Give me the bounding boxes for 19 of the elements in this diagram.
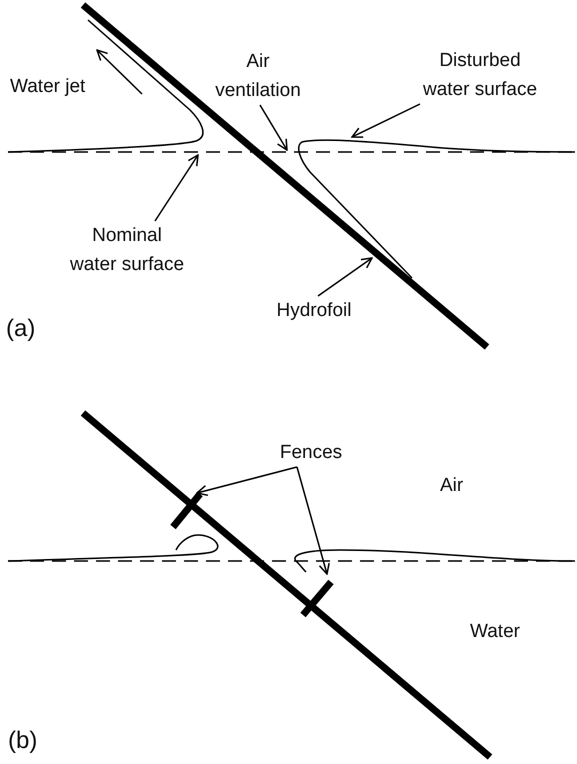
callout-label: Fences — [276, 438, 346, 467]
callout-label: Air ventilation — [208, 47, 308, 105]
region-label: Water — [470, 621, 520, 644]
region-label: Air — [440, 475, 464, 498]
panel-label: (a) — [6, 315, 36, 344]
leader-line — [296, 466, 330, 575]
callout-label: Nominal water surface — [67, 221, 187, 279]
leader-line — [351, 103, 420, 138]
callout-label: Hydrofoil — [272, 296, 356, 325]
water-surface-curve — [298, 139, 575, 279]
water-jet-label: Water jet — [10, 76, 86, 99]
panel-label: (b) — [8, 727, 38, 756]
leader-line — [196, 466, 298, 496]
leader-line — [154, 154, 199, 222]
water-surface-drawing — [8, 534, 575, 573]
dashed-water-line — [8, 151, 575, 153]
callout-label: Disturbed water surface — [420, 46, 540, 104]
leader-line — [259, 104, 288, 151]
leader-line — [318, 257, 373, 297]
